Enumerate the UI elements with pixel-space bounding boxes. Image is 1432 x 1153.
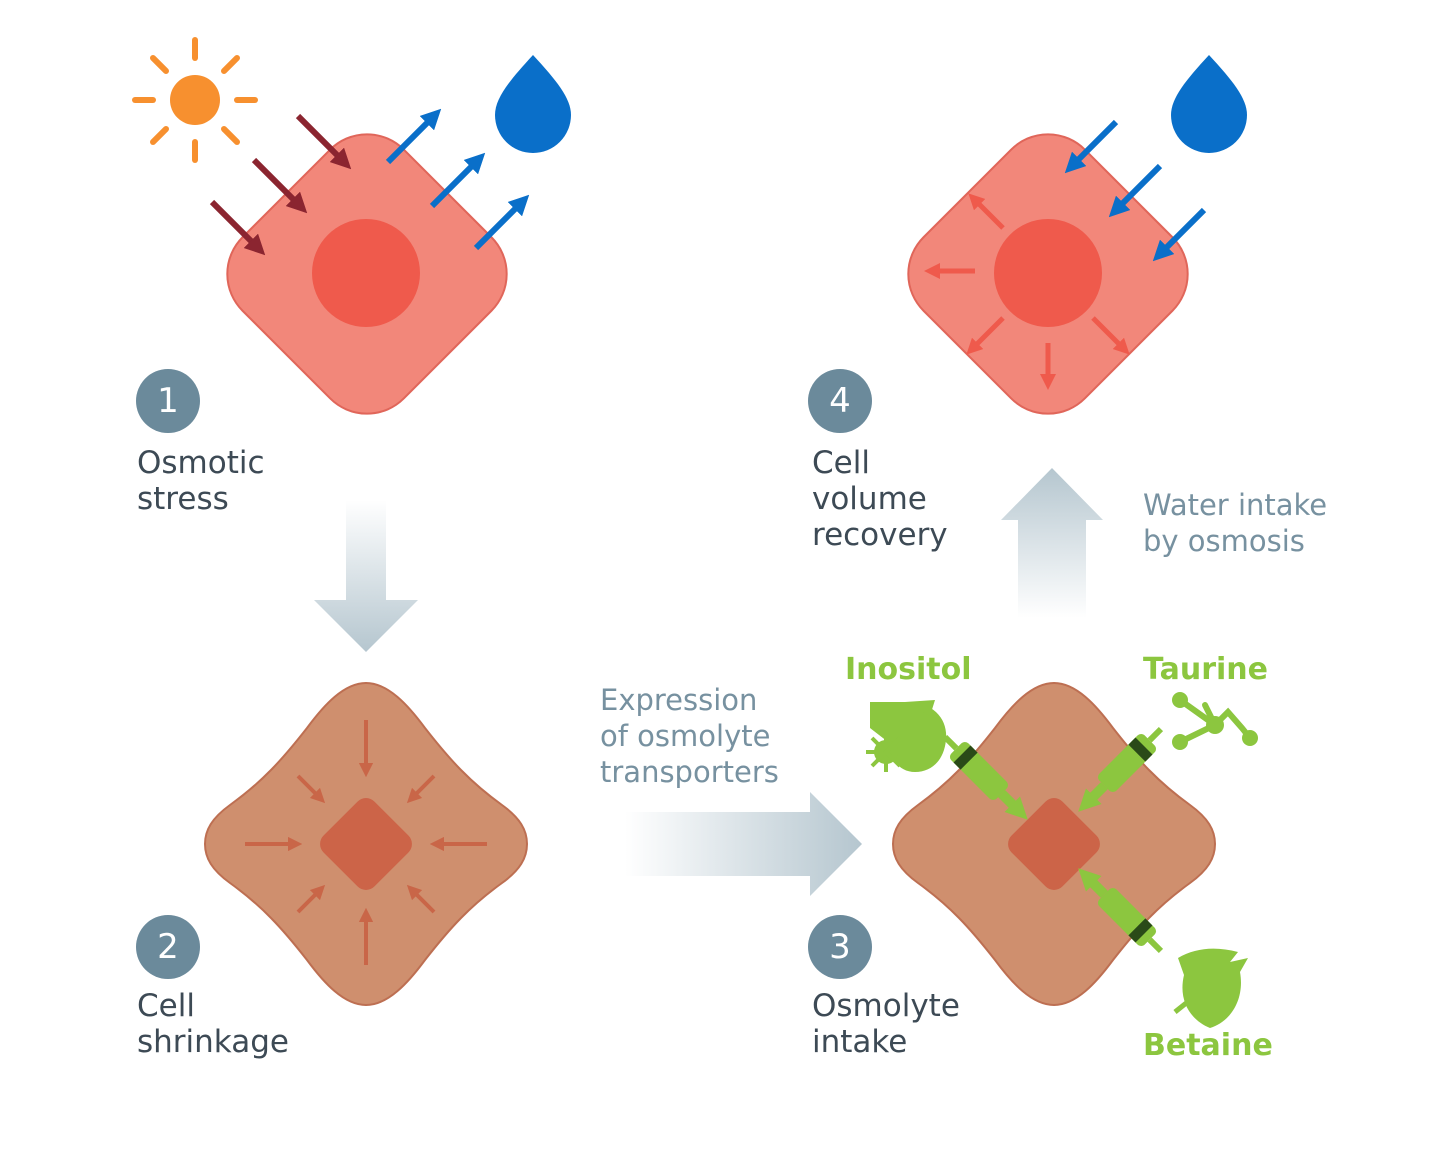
step-2-label: Cell shrinkage (137, 988, 289, 1060)
transporter-icon (942, 734, 1028, 820)
water-drop-icon (495, 55, 571, 153)
betaine-beet-icon (1173, 948, 1248, 1028)
taurine-molecule-icon (1172, 692, 1258, 750)
betaine-label: Betaine (1143, 1028, 1273, 1063)
water-intake-label: Water intake by osmosis (1143, 488, 1328, 558)
step-3-label: Osmolyte intake (812, 988, 960, 1060)
flow-arrow-right (625, 792, 862, 896)
stress-arrows (209, 113, 352, 256)
transporter-icon (1078, 868, 1164, 954)
water-drop-icon (1171, 55, 1247, 153)
step-3-badge: 3 (808, 915, 872, 979)
inositol-label: Inositol (845, 652, 972, 687)
sun-icon (132, 37, 258, 163)
inositol-molecule-icon (866, 700, 947, 772)
step-2-badge: 2 (136, 915, 200, 979)
expression-label: Expression of osmolyte transporters (600, 683, 779, 789)
step-4-badge: 4 (808, 369, 872, 433)
cell-4-volume-recovery (907, 133, 1189, 415)
step-4-label: Cell volume recovery (812, 445, 948, 553)
step-1-label: Osmotic stress (137, 445, 265, 517)
taurine-label: Taurine (1143, 652, 1268, 687)
cell-2-shrinkage (203, 681, 529, 1007)
water-out-arrows (385, 108, 530, 251)
transporter-icon (1078, 726, 1164, 812)
step-1-badge: 1 (136, 369, 200, 433)
flow-arrow-down (314, 500, 418, 652)
water-in-arrows (1064, 119, 1207, 262)
expansion-arrows (923, 193, 1130, 391)
shrink-arrows (245, 720, 487, 965)
flow-arrow-up (1001, 468, 1103, 618)
